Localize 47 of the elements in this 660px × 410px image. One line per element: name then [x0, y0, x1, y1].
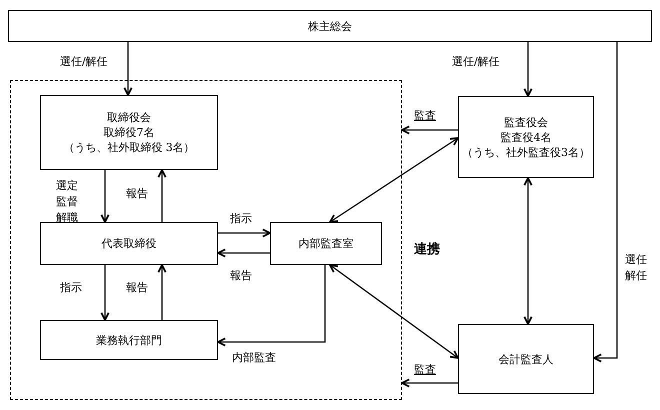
arrow — [401, 126, 458, 134]
box-text: 業務執行部門 — [95, 332, 163, 348]
edge-label: 選任/解任 — [60, 54, 108, 70]
arrow — [100, 265, 110, 321]
box-text: 内部監査室 — [298, 236, 354, 251]
arrow — [329, 264, 459, 359]
org-box — [40, 95, 218, 170]
note-label: 連携 — [414, 240, 440, 259]
arrow — [217, 265, 326, 346]
arrow — [524, 177, 532, 325]
dashed-group-frame — [10, 80, 402, 400]
arrow — [593, 42, 618, 362]
arrow — [329, 137, 459, 223]
arrow — [158, 264, 166, 320]
arrow — [124, 42, 132, 96]
box-text: 会計監査人 — [498, 352, 554, 366]
edge-label: 選任/解任 — [452, 54, 500, 70]
box-text: 監査役4名 — [500, 130, 552, 144]
org-box — [8, 10, 652, 42]
box-text: （うち、社外取締役 3名） — [62, 140, 196, 155]
org-box — [458, 324, 594, 394]
box-text: 代表取締役 — [100, 236, 158, 251]
edge-label: 指示 — [60, 280, 82, 296]
box-text: 監査役会 — [503, 114, 549, 130]
edge-label: 監査 — [414, 108, 436, 124]
edge-label: 選任解任 — [625, 252, 647, 284]
edge-label: 報告 — [230, 268, 252, 284]
org-box — [40, 320, 218, 360]
edge-label: 指示 — [230, 211, 252, 227]
org-box — [40, 222, 218, 265]
arrow — [401, 378, 458, 388]
edge-label: 報告 — [126, 280, 148, 296]
box-text: （うち、社外監査役3名） — [461, 144, 591, 160]
org-box — [270, 222, 382, 265]
arrow — [158, 169, 166, 222]
arrow — [217, 248, 270, 258]
edge-label: 内部監査 — [232, 350, 276, 366]
arrow — [524, 42, 532, 97]
box-text: 株主総会 — [307, 18, 353, 34]
org-box — [458, 96, 594, 178]
box-text: 取締役会 — [106, 110, 152, 125]
edge-label: 選定監督解職 — [56, 178, 78, 226]
edge-label: 監査 — [414, 362, 436, 378]
arrow — [100, 170, 110, 223]
arrow — [218, 228, 271, 238]
box-text: 取締役7名 — [102, 125, 156, 140]
edge-label: 報告 — [126, 186, 148, 202]
